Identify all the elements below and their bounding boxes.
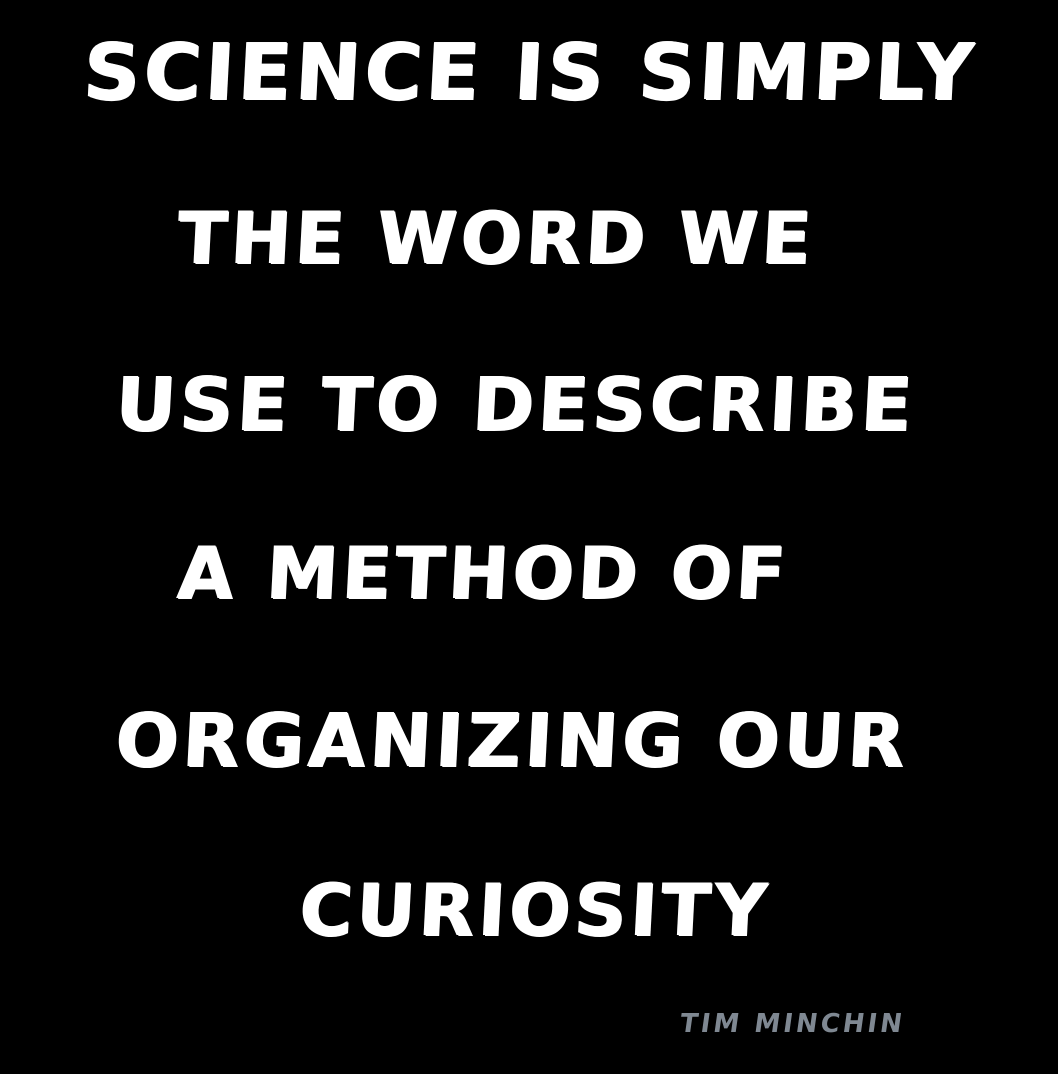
quote-line-1: SCIENCE IS SIMPLY	[81, 28, 980, 118]
quote-line-2: THE WORD WE	[175, 196, 818, 280]
quote-author: TIM MINCHIN	[677, 1009, 908, 1039]
quote-line-3: USE TO DESCRIBE	[113, 362, 919, 448]
quote-line-5: ORGANIZING OUR	[113, 698, 912, 784]
quote-line-4: A METHOD OF	[175, 531, 792, 615]
quote-line-6: CURIOSITY	[297, 868, 773, 952]
